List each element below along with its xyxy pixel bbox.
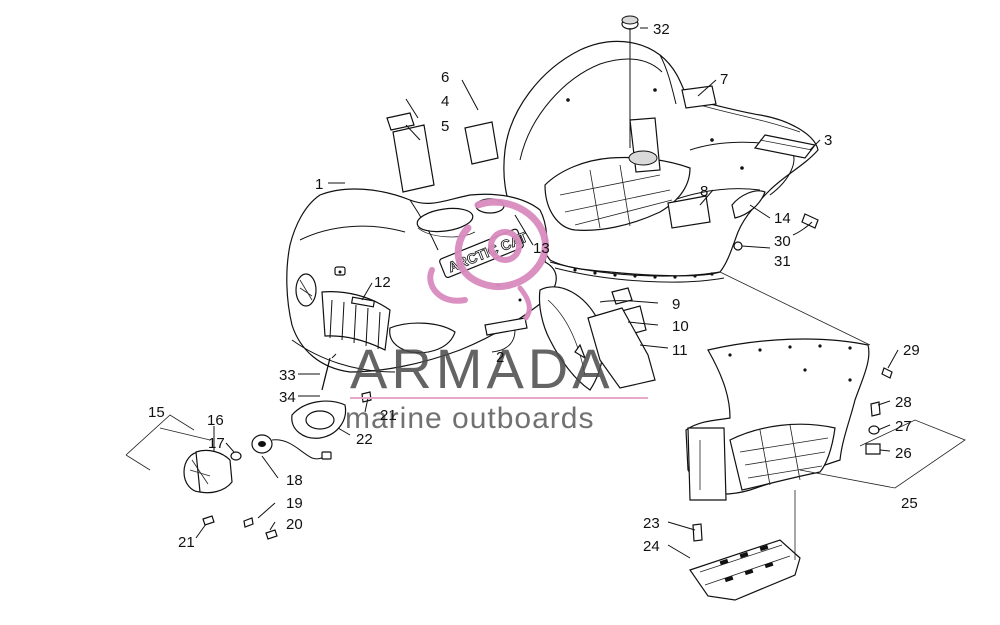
callout-25: 25: [901, 495, 918, 512]
screw-14: [801, 213, 819, 229]
callout-34: 34: [279, 389, 296, 406]
headlight-assembly: [125, 391, 372, 540]
callout-32: 32: [653, 21, 670, 38]
callout-29: 29: [903, 342, 920, 359]
footrest-plate: [689, 539, 801, 601]
callout-6: 6: [441, 69, 449, 86]
callout-23: 23: [643, 515, 660, 532]
loose-decals: [386, 112, 499, 193]
callout-18: 18: [286, 472, 303, 489]
front-splash-guard: [538, 286, 656, 391]
callout-24: 24: [643, 538, 660, 555]
callout-21-screw: 21: [178, 534, 195, 551]
callout-15: 15: [148, 404, 165, 421]
callout-9: 9: [672, 296, 680, 313]
callout-1: 1: [315, 176, 323, 193]
callout-2: 2: [496, 349, 504, 366]
callout-21-bezel: 21: [380, 407, 397, 424]
callout-31: 31: [774, 253, 791, 270]
callout-7: 7: [720, 71, 728, 88]
callout-10: 10: [672, 318, 689, 335]
watermark: ARMADA marine outboards: [345, 198, 648, 435]
rear-body-panel: [503, 40, 819, 283]
callout-8: 8: [700, 183, 708, 200]
callout-28: 28: [895, 394, 912, 411]
callout-11: 11: [672, 342, 688, 359]
callout-30: 30: [774, 233, 791, 250]
callout-13: 13: [533, 240, 550, 257]
callout-labels: 1 2 3 4 5 6 7 8 9 10 11 12 13 14 15 16 1…: [148, 21, 920, 555]
watermark-tagline: marine outboards: [345, 402, 594, 435]
watermark-divider: [350, 397, 648, 399]
callout-27: 27: [895, 418, 912, 435]
footwell-panel: [685, 338, 870, 501]
callout-12: 12: [374, 274, 391, 291]
watermark-logo-icon: [427, 198, 549, 321]
callout-20: 20: [286, 516, 303, 533]
callout-14: 14: [774, 210, 791, 227]
leader-lines: [159, 27, 966, 560]
callout-5: 5: [441, 118, 449, 135]
callout-4: 4: [441, 93, 449, 110]
callout-33: 33: [279, 367, 296, 384]
callout-22: 22: [356, 431, 373, 448]
callout-3: 3: [824, 132, 832, 149]
callout-17: 17: [208, 435, 225, 452]
watermark-brand: ARMADA: [350, 337, 614, 400]
callout-16: 16: [207, 412, 224, 429]
callout-19: 19: [286, 495, 303, 512]
callout-26: 26: [895, 445, 912, 462]
